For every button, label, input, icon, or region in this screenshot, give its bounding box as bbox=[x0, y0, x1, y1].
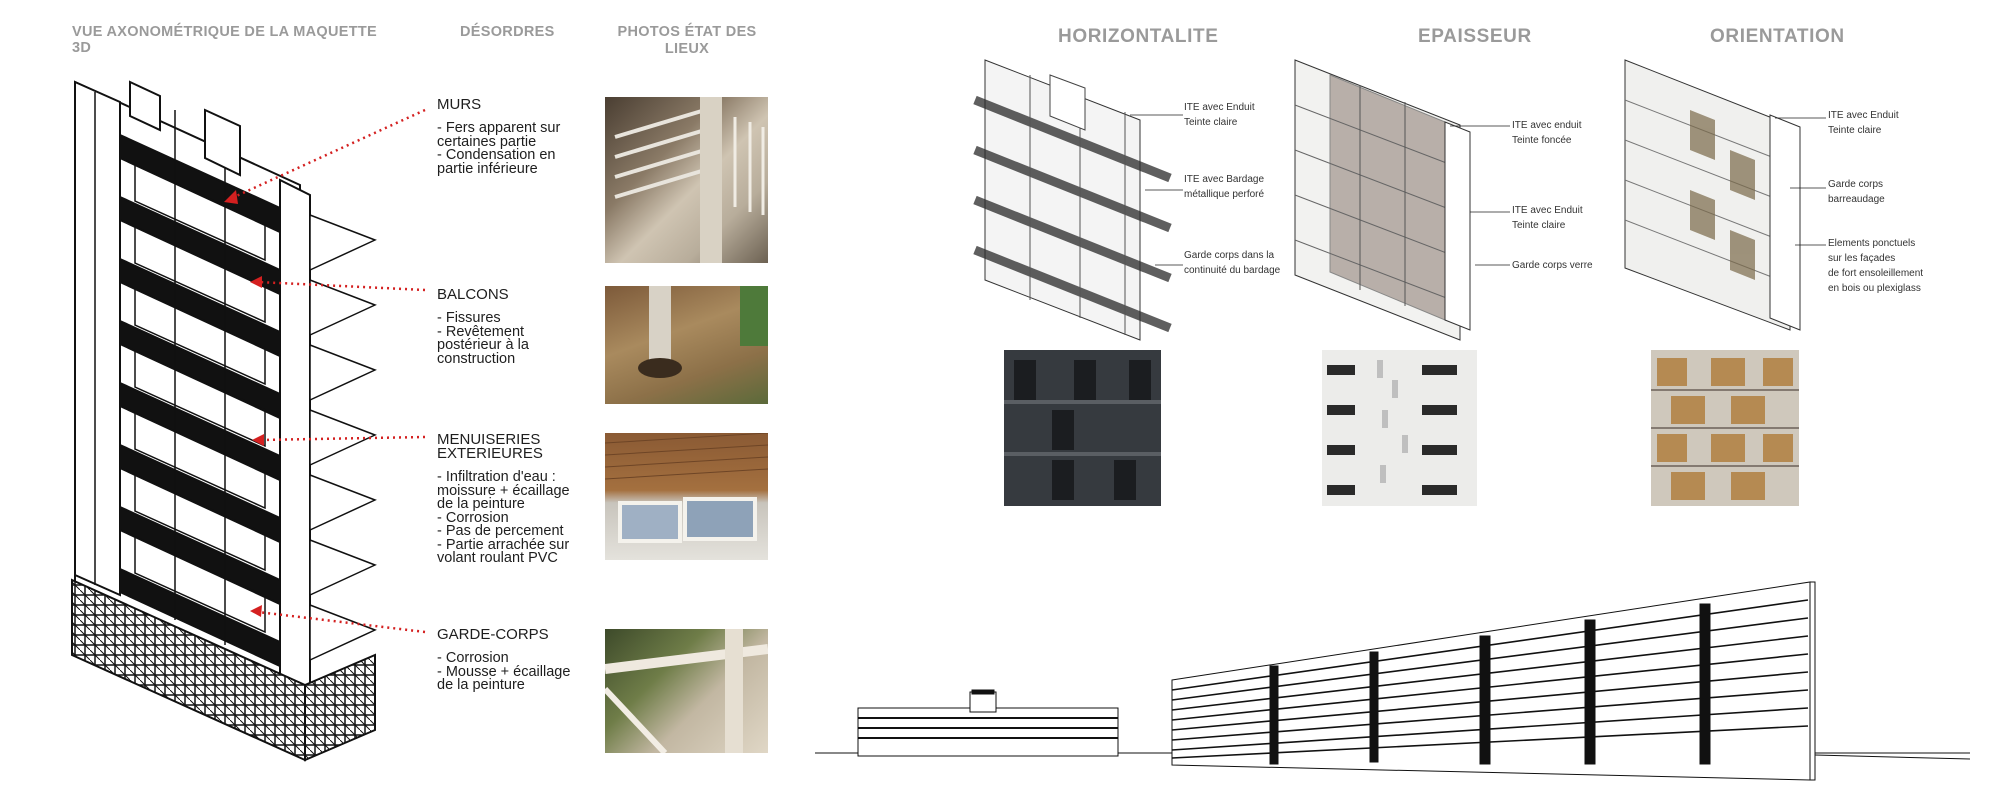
defect-item: - Partie arrachée sur volant roulant PVC bbox=[437, 536, 570, 566]
post-graphic bbox=[638, 286, 768, 378]
photo-murs bbox=[605, 97, 768, 263]
photo-garde-corps bbox=[605, 629, 768, 753]
ref-photo-horizontalite bbox=[1004, 350, 1161, 506]
note-epaisseur-2: ITE avec Enduit Teinte claire bbox=[1512, 205, 1583, 231]
axo-view-header: VUE AXONOMÉTRIQUE DE LA MAQUETTE 3D bbox=[72, 24, 377, 56]
note-orientation-2: Garde corps barreaudage bbox=[1828, 179, 1885, 205]
ref-photo-epaisseur bbox=[1322, 350, 1477, 506]
defect-title: GARDE-CORPS bbox=[437, 626, 549, 643]
concept-title-horizontalite: HORIZONTALITE bbox=[1058, 26, 1219, 47]
concept-title-orientation: ORIENTATION bbox=[1710, 26, 1845, 47]
note-horizontalite-3: Garde corps dans la continuité du bardag… bbox=[1184, 250, 1281, 276]
defect-item: - Revêtement postérieur à la constructio… bbox=[437, 323, 529, 367]
defect-item: - Corrosion bbox=[437, 509, 509, 526]
base-plinth bbox=[71, 578, 376, 762]
defect-garde-corps: GARDE-CORPS - Corrosion - Mousse + écail… bbox=[437, 626, 577, 693]
defect-item: - Corrosion bbox=[437, 650, 509, 666]
note-horizontalite-1: ITE avec Enduit Teinte claire bbox=[1184, 102, 1255, 128]
guardrail-graphic bbox=[605, 629, 768, 753]
photos-header: PHOTOS ÉTAT DES LIEUX bbox=[617, 24, 757, 57]
note-epaisseur-1: ITE avec enduit Teinte foncée bbox=[1512, 120, 1582, 146]
desordres-header: DÉSORDRES bbox=[460, 24, 555, 40]
concept-title-epaisseur: EPAISSEUR bbox=[1418, 26, 1532, 47]
photo-menuiseries bbox=[605, 433, 768, 560]
defect-item: - Mousse + écaillage de la peinture bbox=[437, 663, 571, 693]
note-orientation-3: Elements ponctuels sur les façades de fo… bbox=[1828, 238, 1924, 294]
balcony-slabs bbox=[309, 213, 377, 662]
railing-graphic bbox=[614, 97, 765, 263]
defect-murs: MURS - Fers apparent sur certaines parti… bbox=[437, 96, 577, 177]
note-horizontalite-2: ITE avec Bardage métallique perforé bbox=[1184, 174, 1265, 200]
defect-title: MURS bbox=[437, 96, 482, 113]
photo-balcons bbox=[605, 286, 768, 404]
defect-item: - Infiltration d'eau : moissure + écaill… bbox=[437, 469, 570, 512]
sketch-orientation bbox=[1624, 59, 1826, 331]
note-orientation-1: ITE avec Enduit Teinte claire bbox=[1828, 110, 1899, 136]
defect-title: BALCONS bbox=[437, 286, 509, 303]
defect-balcons: BALCONS - Fissures - Revêtement postérie… bbox=[437, 286, 577, 367]
defect-item: - Fers apparent sur certaines partie bbox=[437, 120, 561, 150]
ref-photo-orientation bbox=[1651, 350, 1799, 506]
defect-arrows bbox=[231, 108, 426, 634]
defect-item: - Pas de percement bbox=[437, 523, 564, 539]
perforated-facade-graphic bbox=[1004, 350, 1161, 506]
white-facade-graphic bbox=[1327, 360, 1457, 495]
defect-item: - Fissures bbox=[437, 310, 501, 326]
defect-item: - Condensation en partie inférieure bbox=[437, 147, 556, 177]
window-graphic bbox=[605, 433, 768, 543]
note-epaisseur-3: Garde corps verre bbox=[1512, 260, 1593, 271]
sketch-horizontalite bbox=[973, 59, 1183, 341]
defect-menuiseries: MENUISERIES EXTERIEURES - Infiltration d… bbox=[437, 431, 577, 566]
defect-title: MENUISERIES EXTERIEURES bbox=[437, 431, 543, 462]
building-body bbox=[74, 80, 311, 757]
sketch-epaisseur bbox=[1294, 59, 1510, 341]
wooden-shutters-graphic bbox=[1651, 358, 1799, 500]
